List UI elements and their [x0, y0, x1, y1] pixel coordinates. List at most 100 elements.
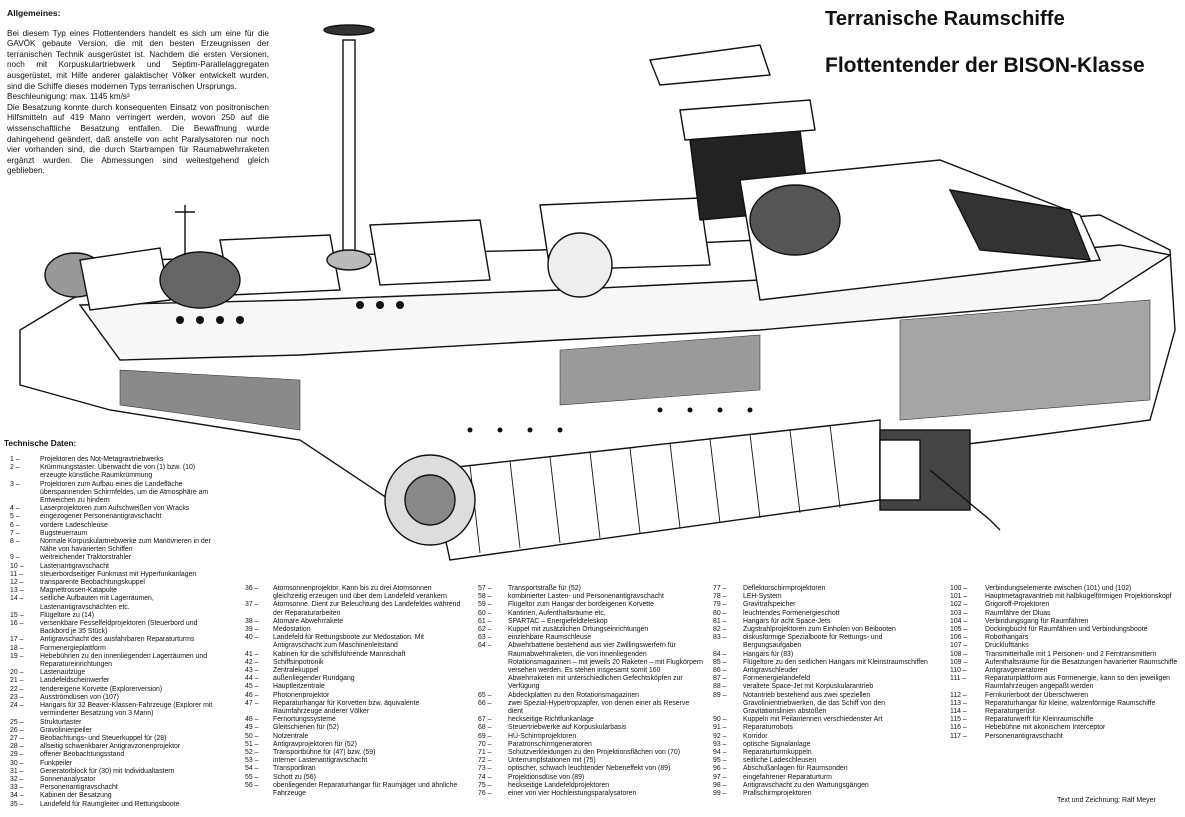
legend-item: 21 –Landefeldscheinwerfer: [10, 677, 220, 685]
legend-item: 71 –Schutzverkleidungen zu den Projektio…: [478, 749, 703, 757]
legend-item: 20 –Lastenaufzüge: [10, 669, 220, 677]
legend-number: 13 –: [10, 587, 24, 595]
legend-item: 57 – Transportstraße für (52): [478, 585, 703, 593]
legend-text: LEH-System: [743, 593, 782, 601]
legend-text: Kuppel mit zusätzlichen Ortungseinrichtu…: [508, 626, 649, 634]
legend-item: 25 –Strukturtaster: [10, 719, 220, 727]
legend-text: Raumfähre der Dluas: [985, 609, 1051, 617]
legend-number: 44 –: [245, 675, 259, 683]
legend-number: 81 –: [713, 617, 727, 625]
aft-dark-roof: [948, 189, 1092, 261]
legend-item: 9 –weitreichender Traktorstrahler: [10, 554, 220, 562]
intro-heading: Allgemeines:: [7, 8, 61, 18]
legend-item: 48 –Fernortungssysteme: [245, 716, 465, 724]
legend-number: 4 –: [10, 505, 20, 513]
legend-number: 1 –: [10, 456, 20, 463]
tower-platform: [679, 99, 816, 141]
legend-number: 27 –: [10, 734, 24, 742]
legend-item: 101 –Hauptmetagravantrieb mit halbkugelf…: [950, 593, 1180, 601]
legend-text: Schiffsinpotronik: [273, 658, 324, 666]
legend-number: 64 –: [478, 642, 492, 650]
legend-text: Antigravprojektoren für (52): [273, 740, 357, 748]
legend-number: 90 –: [713, 716, 727, 724]
legend-item: 75 –heckseitige Landefeldprojektoren: [478, 782, 703, 790]
legend-item: 67 –heckseitige Richtfunkanlage: [478, 716, 703, 724]
legend-number: 52 –: [245, 749, 259, 757]
legend-item: 109 –Aufenthaltsräume für die Besatzunge…: [950, 659, 1180, 667]
legend-item: 46 –Photonenprojektor: [245, 692, 465, 700]
legend-item: 28 –allseitig schwenkbarer Antigravzonen…: [10, 743, 220, 751]
legend-item: 13 – Magnettrossen-Katapulte: [10, 587, 220, 595]
legend-item: 43 –Zentralekuppel: [245, 667, 465, 675]
legend-text: Schott zu (56): [273, 773, 316, 781]
aft-superstructure: [739, 159, 1102, 301]
legend-item: 30 –Funkpeiler: [10, 760, 220, 768]
legend-item: 5 –eingezogener Personenantigravschacht: [10, 513, 220, 521]
legend-number: 37 –: [245, 601, 259, 609]
legend-text: Reparaturrobots: [743, 724, 793, 732]
legend-item: 22 –tendereigene Korvette (Explorerversi…: [10, 686, 220, 694]
legend-item: 97 –eingefahrener Reparaturturm: [713, 774, 938, 782]
tech-heading: Technische Daten:: [4, 439, 77, 448]
legend-item: 38 –Atomare Abwehrrakete: [245, 618, 465, 626]
legend-text: leuchtendes Formenergieschott: [743, 609, 840, 617]
legend-item: 95 –seitliche Ladeschleusen: [713, 757, 938, 765]
legend-item: 88 –veraltete Space-Jet mit Korpuskulara…: [713, 683, 938, 691]
legend-number: 88 –: [713, 683, 727, 691]
legend-text: heckseitige Richtfunkanlage: [508, 716, 594, 724]
legend-text: kombinierter Lasten- und Personenantigra…: [508, 593, 664, 601]
legend-text: Lastenantigravschacht: [40, 562, 109, 570]
legend-number: 113 –: [950, 699, 967, 707]
legend-number: 79 –: [713, 601, 727, 609]
legend-number: 58 –: [478, 593, 492, 601]
legend-number: 78 –: [713, 593, 727, 601]
legend-text: Verbindungselemente zwischen (101) und (…: [985, 585, 1132, 592]
legend-number: 85 –: [713, 658, 727, 666]
legend-text: Prallschirmprojektoren: [743, 790, 812, 798]
legend-item: 108 –Transmitterhalle mit 1 Personen- un…: [950, 651, 1180, 659]
legend-item: 87 –Formenergielandefeld: [713, 675, 938, 683]
legend-item: 1 –Projektoren des Not-Metagravtriebwerk…: [10, 456, 220, 464]
legend-text: Formenergielandefeld: [743, 675, 811, 683]
legend-number: 11 –: [10, 570, 23, 578]
legend-text: Atomare Abwehrrakete: [273, 617, 344, 625]
legend-item: 100 – Verbindungselemente zwischen (101) …: [950, 585, 1180, 593]
legend-number: 29 –: [10, 751, 24, 759]
legend-number: 106 –: [950, 634, 968, 642]
legend-text: Personenantigravschacht: [40, 784, 118, 792]
legend-item: 79 –Gravitrafspeicher: [713, 601, 938, 609]
legend-number: 98 –: [713, 781, 727, 789]
legend-item: 104 –Verbindungsgang für Raumfähren: [950, 618, 1180, 626]
legend-text: eingefahrener Reparaturturm: [743, 773, 832, 781]
legend-item: 102 –Grigoroff-Projektoren: [950, 601, 1180, 609]
legend-number: 33 –: [10, 784, 24, 792]
legend-text: Notantrieb bestehend aus zwei speziellen…: [743, 691, 885, 716]
legend-number: 49 –: [245, 724, 259, 732]
legend-number: 110 –: [950, 667, 967, 675]
legend-item: 105 –Dockingbucht für Raumfähren und Ver…: [950, 626, 1180, 634]
legend-text: Transportstraße für (52): [508, 585, 581, 592]
legend-item: 32 –Sonnenanalysator: [10, 776, 220, 784]
legend-number: 100 –: [950, 585, 968, 592]
legend-number: 80 –: [713, 609, 727, 617]
legend-number: 30 –: [10, 759, 24, 767]
legend-number: 57 –: [478, 585, 492, 592]
legend-item: 85 –Flügeltore zu den seitlichen Hangars…: [713, 659, 938, 667]
legend-text: Magnettrossen-Katapulte: [40, 587, 117, 595]
central-dome: [749, 184, 841, 256]
legend-text: Strukturtaster: [40, 718, 82, 726]
legend-text: einziehbare Raumschleuse: [508, 634, 592, 642]
legend-item: 31 –Generatorblock für (30) mit Individu…: [10, 768, 220, 776]
legend-item: 59 –Flügeltor zum Hangar der bordeigenen…: [478, 601, 703, 609]
legend-number: 41 –: [245, 650, 259, 658]
legend-item: 110 –Antigravgeneratoren: [950, 667, 1180, 675]
legend-number: 55 –: [245, 773, 259, 781]
legend-item: 72 –Unterrumpfstationen mit (75): [478, 757, 703, 765]
intro-paragraph: Die Besatzung konnte durch konsequenten …: [7, 102, 269, 176]
legend-number: 111 –: [950, 675, 967, 683]
legend-text: HÜ-Schirmprojektoren: [508, 732, 577, 740]
legend-item: 106 –Robothangars: [950, 634, 1180, 642]
legend-text: eingezogener Personenantigravschacht: [40, 513, 162, 521]
legend-text: tendereigene Korvette (Explorerversion): [40, 685, 163, 693]
legend-item: 2 –Krümmungstaster. Überwacht die von (1…: [10, 464, 220, 480]
